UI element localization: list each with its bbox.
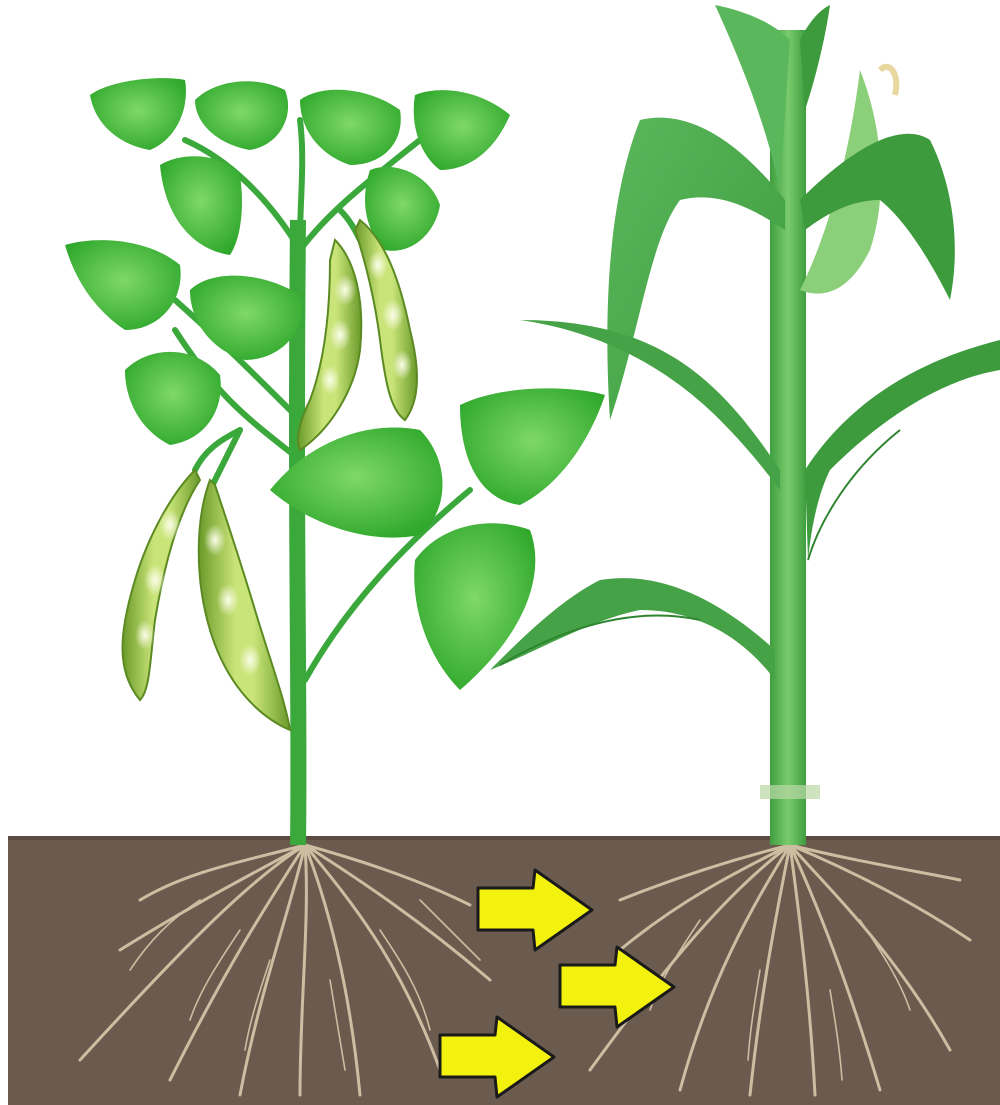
bean-leaf [460,388,605,505]
corn-leaf [490,578,775,680]
bean-leaf [414,523,535,690]
bean-leaf [160,156,242,255]
bean-pod [298,240,361,450]
bean-leaf [125,352,221,445]
bean-leaf [300,90,401,165]
bean-leaf [65,240,181,330]
bean-pod [199,480,290,730]
bean-leaf [190,276,302,360]
bean-leaf [414,90,510,170]
bean-plant [65,78,605,845]
bean-leaf [90,78,186,150]
bean-leaf [195,81,288,150]
corn-leaf [800,5,830,110]
corn-leaf [805,340,1000,560]
